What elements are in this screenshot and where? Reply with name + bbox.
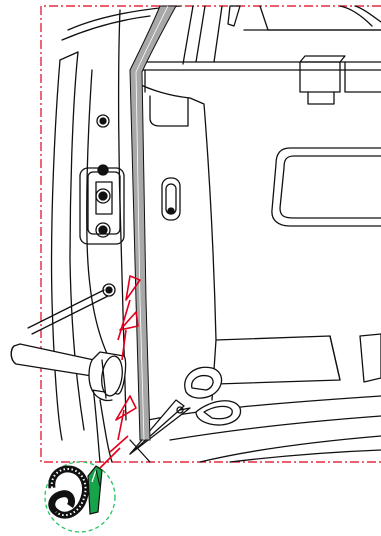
seal-cross-section-callout [45,462,115,532]
trim-tool-icon [28,290,108,334]
roof-section [62,6,381,104]
cargo-area [148,334,381,462]
rear-side-window [272,148,381,226]
pillar-handle-slot [162,178,180,220]
rubber-mallet-icon [11,344,125,401]
door-weatherstrip-seal [130,6,176,440]
